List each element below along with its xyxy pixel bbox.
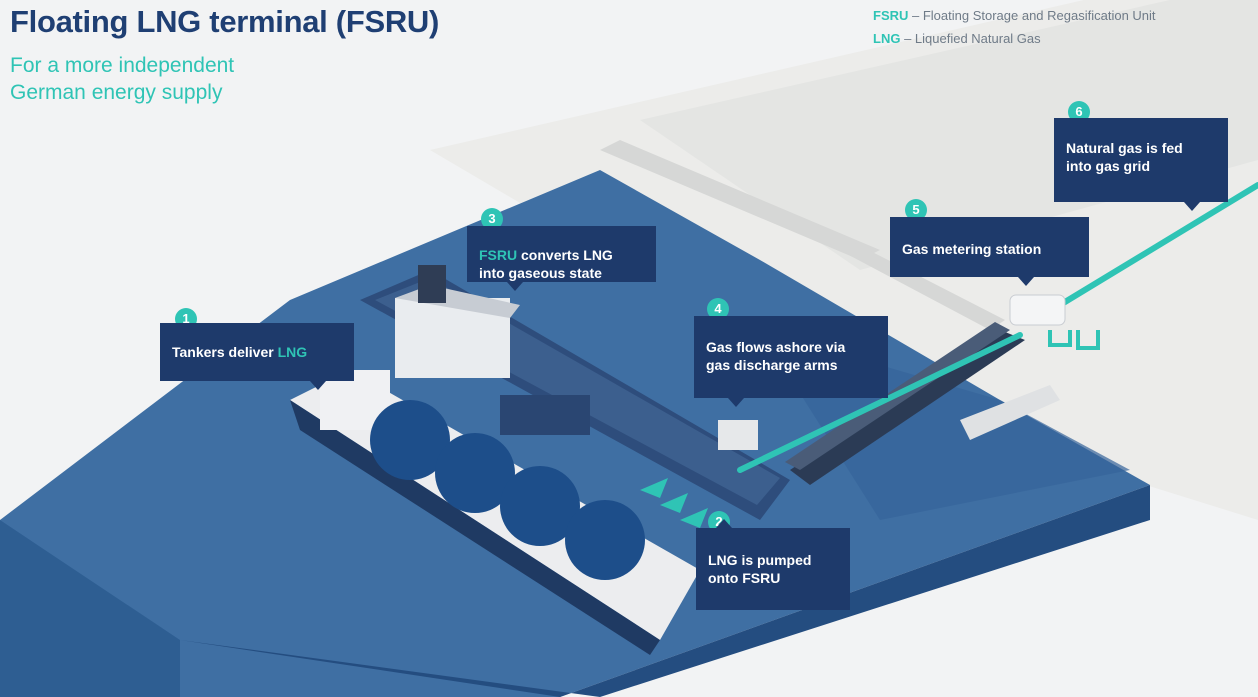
step-5-callout: Gas metering station (890, 217, 1089, 286)
step-5-badge: 5 (905, 199, 927, 221)
tanker-dome-2 (435, 433, 515, 513)
transfer-arrow-1 (640, 478, 668, 498)
transfer-arrow-2 (660, 493, 688, 513)
step-4-callout: Gas flows ashore via gas discharge arms (694, 316, 888, 407)
step-2-line-2: onto FSRU (708, 570, 781, 586)
upper-land (640, 0, 1258, 270)
pier (790, 330, 1025, 485)
legend-text: – Floating Storage and Regasification Un… (908, 8, 1156, 23)
water-left-edge (0, 520, 180, 697)
legend-abbr: LNG (873, 31, 901, 46)
metering-station (1009, 294, 1066, 326)
pipeline-to-grid (1057, 182, 1258, 308)
step-3-badge: 3 (481, 208, 503, 230)
step-4-badge: 4 (707, 298, 729, 320)
step-3-highlight: FSRU (479, 247, 518, 263)
tanker-dome-1 (370, 400, 450, 480)
step-1-highlight: LNG (277, 344, 308, 360)
abbreviation-legend: FSRU – Floating Storage and Regasificati… (873, 4, 1156, 50)
tanker-dome-3 (500, 466, 580, 546)
step-6-callout: Natural gas is fed into gas grid (1054, 118, 1228, 211)
pipeline-to-shore (737, 332, 1023, 473)
step-1-callout: Tankers deliver LNG (160, 323, 354, 390)
shore-building (960, 385, 1060, 440)
legend-text: – Liquefied Natural Gas (900, 31, 1041, 46)
page-subtitle: For a more independent German energy sup… (10, 52, 310, 106)
step-2-line-1: LNG is pumped (708, 552, 812, 568)
page-title: Floating LNG terminal (FSRU) (10, 4, 440, 39)
fsru-deck-module (500, 395, 590, 435)
legend-item-fsru: FSRU – Floating Storage and Regasificati… (873, 4, 1156, 27)
transfer-arrow-3 (680, 508, 708, 528)
legend-abbr: FSRU (873, 8, 909, 23)
road (600, 140, 880, 260)
step-6-badge: 6 (1068, 101, 1090, 123)
step-3-callout: FSRU converts LNG into gaseous state (467, 226, 656, 291)
metering-pipes (1048, 330, 1100, 350)
tanker-dome-4 (565, 500, 645, 580)
step-5-line-1: Gas metering station (902, 241, 1042, 257)
step-4-line-2: gas discharge arms (706, 357, 838, 373)
subtitle-line-1: For a more independent (10, 54, 235, 77)
legend-item-lng: LNG – Liquefied Natural Gas (873, 27, 1156, 50)
road-2 (830, 238, 1005, 330)
step-3-line-1: FSRU converts LNG (479, 246, 644, 264)
step-6-line-2: into gas grid (1066, 158, 1150, 174)
step-4-line-1: Gas flows ashore via (706, 339, 846, 355)
step-3-text: converts LNG (517, 247, 613, 263)
step-3-line-2: into gaseous state (479, 265, 602, 281)
step-1-line-1: Tankers deliver LNG (172, 343, 342, 361)
fsru-funnel (418, 265, 446, 303)
step-6-line-1: Natural gas is fed (1066, 140, 1183, 156)
subtitle-line-2: German energy supply (10, 81, 223, 104)
step-2-callout: LNG is pumped onto FSRU (696, 519, 850, 610)
step-1-text: Tankers deliver (172, 344, 278, 360)
discharge-arm-unit (718, 420, 758, 450)
